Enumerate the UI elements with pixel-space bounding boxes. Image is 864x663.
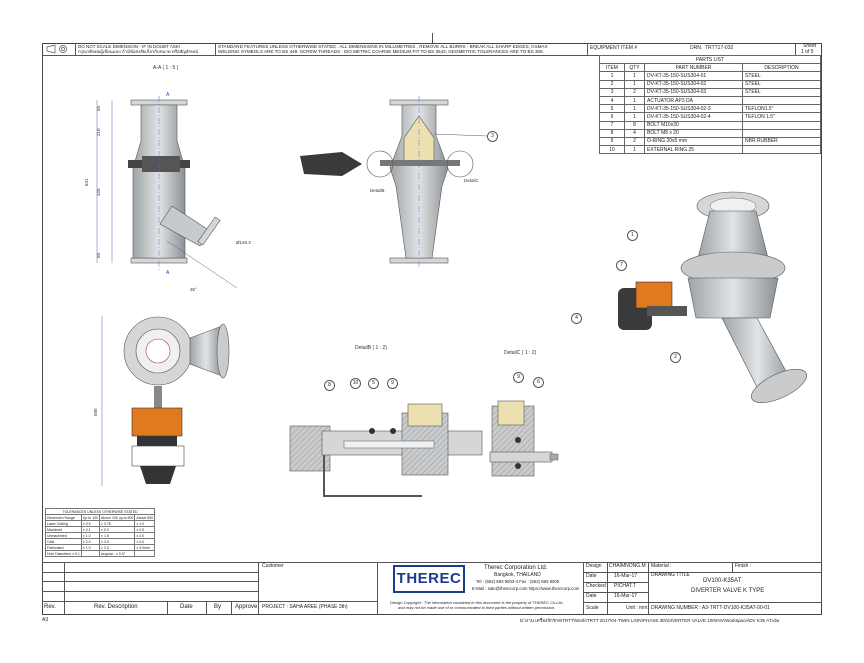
checked-label: Checked <box>586 583 606 589</box>
drawing-frame <box>42 43 822 615</box>
sheet-size: A3 <box>42 617 49 623</box>
callout-9: 9 <box>387 378 398 389</box>
company-tel: Tel : (662) 883 9003-4 Fax : (662) 883 9… <box>476 579 560 584</box>
dim-631: 631 <box>84 178 89 186</box>
drawing-title-name: DIVERTER VALVE K TYPE <box>691 588 765 594</box>
dim-50-bottom: 50 <box>96 252 101 258</box>
tolerance-cell <box>134 550 156 557</box>
drawing-views: A-A ( 1 : 5 ) A A 50 210 631 320 50 35° … <box>84 65 807 497</box>
file-path: D:\งาน เครื่องจักรกล\TRTT\Work\TRTT 2017… <box>520 618 780 623</box>
material-label: Material : <box>651 563 672 569</box>
design-value: CHAIMNONG.M <box>609 563 646 569</box>
scale-label: Scale <box>586 605 599 611</box>
callout-5: 5 <box>368 378 379 389</box>
center-mark <box>432 33 433 43</box>
tolerance-cell: Hole Diameters ± 0.1 <box>45 550 82 557</box>
callout-6: 6 <box>533 377 544 388</box>
callout-4: 4 <box>571 313 582 324</box>
callout-9-c: 9 <box>513 372 524 383</box>
detail-b-tag: DetailB <box>370 188 385 193</box>
company-email: E-Mail : sale@therecorp.com https://www.… <box>472 586 580 591</box>
rev-col-date: Date <box>180 604 193 610</box>
tolerance-cell: Angular : ± 0.5° <box>99 550 136 557</box>
drawing-title-label: DRAWING TITLE <box>651 572 690 578</box>
standard-features-note: STANDARD FEATURES UNLESS OTHERWISE STATE… <box>218 43 548 49</box>
dim-210: 210 <box>96 128 101 136</box>
drn-label: DRN. <box>690 45 703 51</box>
section-a-a-view <box>96 96 238 289</box>
drawing-number: DRAWING NUMBER : A3-TRTT-DV100-K35AT-00-… <box>651 605 770 611</box>
section-marker-a-top: A <box>166 92 170 98</box>
detail-c-view <box>489 400 559 477</box>
scale-note: DO NOT SCALE DIMENSION - IF IN DOUBT ASK… <box>78 44 181 49</box>
section-marker-a-bottom: A <box>166 270 170 276</box>
finish-label: Finish : <box>735 563 752 569</box>
company-name: Therec Corporation Ltd. <box>484 565 548 571</box>
front-section-view <box>300 96 488 268</box>
parts-list-table: PARTS LIST ITEM QTY PART NUMBER DESCRIPT… <box>599 54 821 155</box>
sheet-value: 1 of 5 <box>801 48 814 55</box>
project-name: PROJECT : SAHA AREE (PHASE 3th) <box>262 604 348 610</box>
welding-note: WELDING SYMBOLS ARE TO BS 449. SCREW THR… <box>218 49 544 54</box>
rev-col-by: By <box>214 604 222 610</box>
design-date: 16-Mar-17 <box>614 573 638 579</box>
unit-label: Unit : mm. <box>626 605 649 611</box>
callout-2: 2 <box>670 352 681 363</box>
detail-b-view <box>289 403 483 497</box>
tolerance-cell <box>80 550 101 557</box>
equipment-label: EQUIPMENT ITEM # <box>590 45 638 51</box>
drn-value: TRTT17-032 <box>705 45 734 51</box>
callout-10: 10 <box>350 378 361 389</box>
callout-7: 7 <box>616 260 627 271</box>
copyright-line-1: Design Copyright : The information conta… <box>390 600 565 605</box>
dim-35-angle: 35° <box>190 287 197 292</box>
therec-logo: THEREC <box>393 565 465 593</box>
dim-580: 580 <box>93 408 98 416</box>
top-and-side-view <box>101 316 230 486</box>
tolerance-row: Cast± 2.0± 3.0± 4.0 <box>45 538 156 545</box>
dim-50-top: 50 <box>96 105 101 111</box>
tolerance-row: Hole Diameters ± 0.1 Angular : ± 0.5° <box>45 550 156 557</box>
date-label-2: Date <box>586 593 597 599</box>
drawing-title-code: DV100-K35AT <box>703 578 742 584</box>
customer-label: Customer <box>262 563 284 569</box>
design-label: Design <box>586 563 602 569</box>
sheet-label: Sheet <box>803 43 817 49</box>
detail-b-label: DetailB ( 1 : 2) <box>355 345 387 351</box>
callout-8: 8 <box>324 380 335 391</box>
detail-c-label: DetailC ( 1 : 2) <box>504 350 537 356</box>
detail-c-tag: DetailC <box>464 178 480 183</box>
title-block-top <box>42 562 822 563</box>
rev-col-approve: Approve <box>235 604 258 610</box>
dim-148: Ø148.3 <box>236 240 251 245</box>
tolerance-table: TOLERANCES UNLESS OTHERWISE STATED Dimen… <box>44 508 156 557</box>
callout-3: 3 <box>487 131 498 142</box>
tolerance-row: Machined± 0.1± 0.3± 0.5 <box>45 526 156 533</box>
checked-value: PICHAT.T <box>614 583 636 589</box>
rev-col-description: Rev. Description <box>94 604 138 610</box>
copyright-line-2: and may not be made use of or communicat… <box>398 605 556 610</box>
scale-note-thai: กรุณาติดต่อผู้เขียนแบบ ถ้ามีข้อสงสัยเกี่… <box>78 48 198 54</box>
projection-symbol-icon <box>46 44 67 54</box>
rev-col-rev: Rev. <box>44 604 56 610</box>
parts-cell <box>742 145 821 155</box>
company-city: Bangkok, THAILAND <box>494 572 541 578</box>
callout-1: 1 <box>627 230 638 241</box>
isometric-view <box>618 191 807 404</box>
section-label: A-A ( 1 : 5 ) <box>153 65 179 71</box>
dim-320: 320 <box>96 188 101 196</box>
checked-date: 16-Mar-17 <box>614 593 638 599</box>
date-label-1: Date <box>586 573 597 579</box>
header-divider <box>42 55 599 56</box>
